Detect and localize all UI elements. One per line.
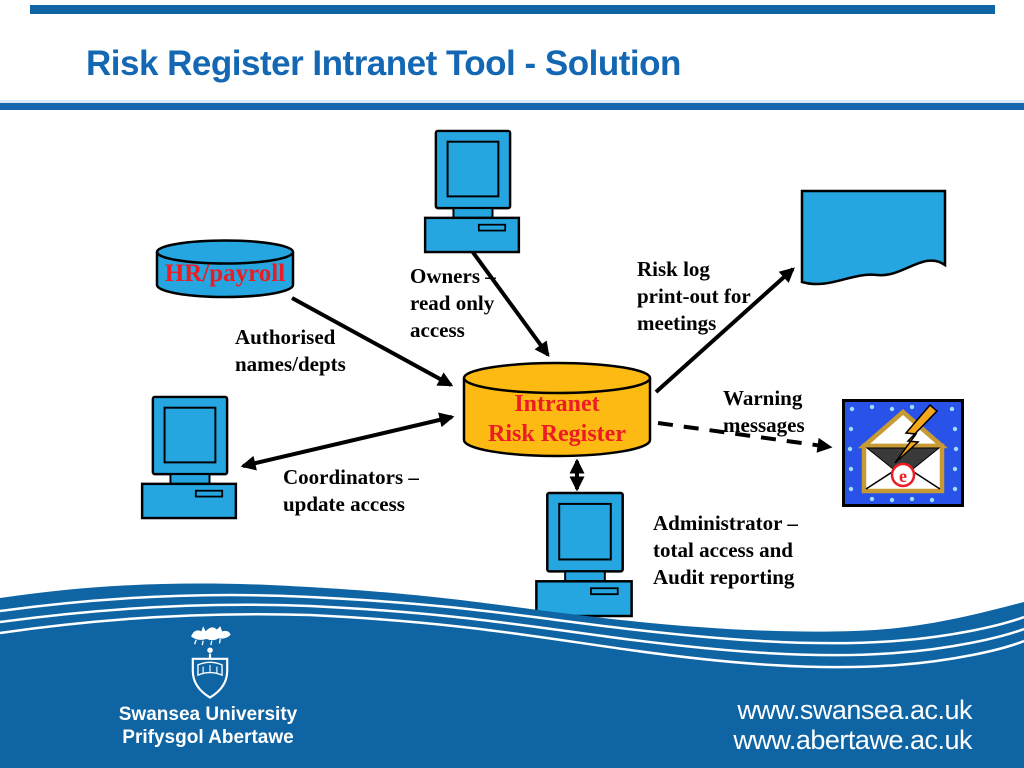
url-swansea: www.swansea.ac.uk xyxy=(737,695,972,725)
dots-pattern xyxy=(847,404,959,503)
label-coordinators: Coordinators – update access xyxy=(283,465,419,516)
database-cylinder-icon xyxy=(155,239,295,299)
university-name-en: Swansea University xyxy=(118,704,298,725)
computer-icon xyxy=(423,129,521,254)
intranet-risk-register-label: Intranet Risk Register xyxy=(488,391,626,447)
title-underline xyxy=(0,103,1024,110)
computer-icon xyxy=(140,395,238,520)
page-title: Risk Register Intranet Tool - Solution xyxy=(86,44,681,83)
label-risk-log: Risk log print-out for meetings xyxy=(637,257,751,335)
e-badge-circle xyxy=(890,462,916,488)
intranet-risk-register-database: Intranet Risk Register xyxy=(461,361,653,461)
title-underline-light xyxy=(0,100,1024,103)
database-cylinder-icon xyxy=(462,361,652,458)
footer-urls: www.swansea.ac.uk www.abertawe.ac.uk xyxy=(733,695,972,755)
email-warning-icon: e xyxy=(842,399,964,507)
document-icon xyxy=(800,189,947,286)
arrow-register-to-email-dashed xyxy=(657,421,833,453)
top-accent-bar xyxy=(30,5,995,14)
hr-payroll-label: HR/payroll xyxy=(164,260,286,287)
lightning-bolt-icon xyxy=(894,403,939,464)
university-name: Swansea University Prifysgol Abertawe xyxy=(108,703,308,749)
label-administrator: Administrator – total access and Audit r… xyxy=(653,511,798,589)
envelope-inner-flap xyxy=(865,447,941,478)
label-owners: Owners – read only access xyxy=(410,264,496,342)
e-badge-letter: e xyxy=(899,466,907,486)
arrow-owners-to-register xyxy=(470,249,550,358)
arrow-coordinators-register-bidirectional xyxy=(240,412,455,471)
university-crest-icon xyxy=(191,626,231,699)
label-warning: Warning messages xyxy=(723,386,805,437)
arrow-hr-to-register xyxy=(291,296,454,387)
footer-wave xyxy=(0,558,1024,768)
computer-icon xyxy=(535,491,633,618)
arrow-register-to-risklog xyxy=(654,267,795,394)
label-authorised: Authorised names/depts xyxy=(235,325,346,376)
hr-payroll-database: HR/payroll xyxy=(154,238,296,300)
university-name-cy: Prifysgol Abertawe xyxy=(122,727,294,748)
url-abertawe: www.abertawe.ac.uk xyxy=(733,725,972,755)
wave-graphic xyxy=(0,583,1024,768)
